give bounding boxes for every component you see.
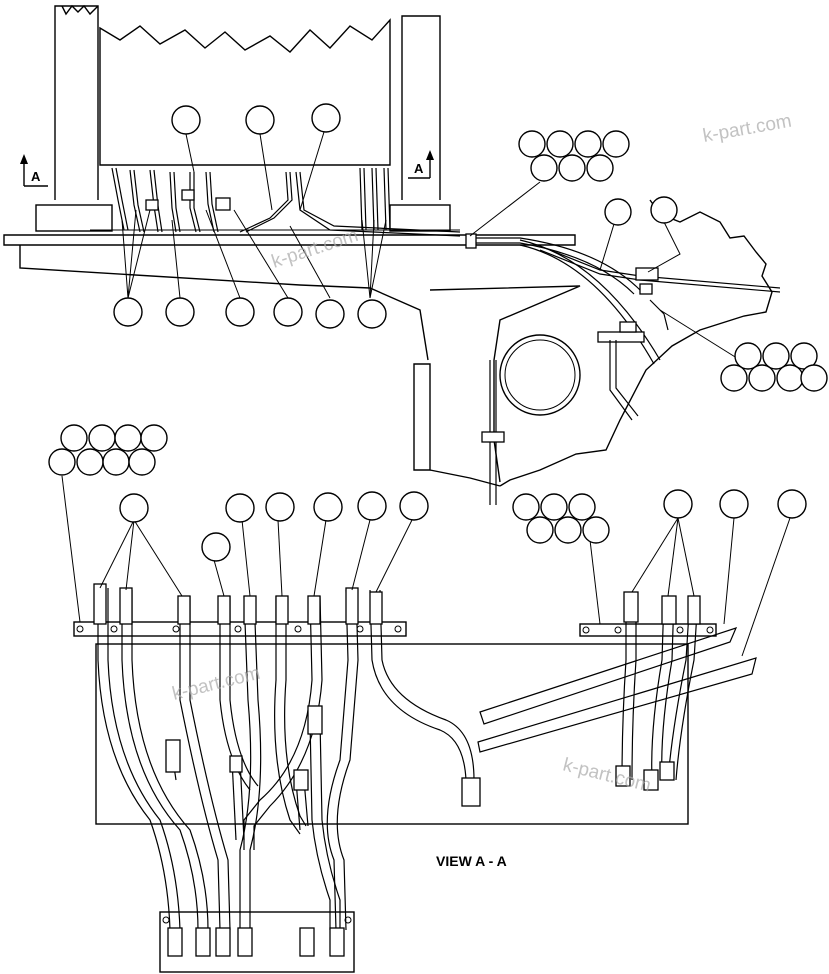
mounting-plate [95, 643, 689, 825]
callout-ball [604, 198, 632, 226]
callout-ball [526, 516, 554, 544]
watermark-text: k-part.com [269, 225, 361, 273]
callout-ball [315, 299, 345, 329]
callout-ball [530, 154, 558, 182]
callout-ball [734, 342, 762, 370]
callout-ball [225, 297, 255, 327]
frame-plate [3, 234, 576, 246]
view-hoses [97, 588, 757, 931]
callout-ball [574, 130, 602, 158]
callout-ball [558, 154, 586, 182]
callout-ball [512, 493, 540, 521]
manifold-block [159, 911, 355, 973]
callout-ball [719, 489, 749, 519]
callout-ball [800, 364, 828, 392]
callout-ball [225, 493, 255, 523]
callout-ball [128, 448, 156, 476]
callout-ball [546, 130, 574, 158]
callout-ball [113, 297, 143, 327]
callout-ball [554, 516, 582, 544]
callout-ball [777, 489, 807, 519]
callout-ball [776, 364, 804, 392]
top-hose-group-left [111, 167, 231, 233]
callout-ball [357, 491, 387, 521]
callout-ball [399, 491, 429, 521]
callout-ball [165, 297, 195, 327]
callout-ball [171, 105, 201, 135]
view-leader-lines [61, 475, 791, 657]
callout-ball [582, 516, 610, 544]
callout-ball [357, 299, 387, 329]
section-mark-left-label: A [31, 169, 41, 184]
callout-ball [650, 196, 678, 224]
top-hose-group-middle [239, 171, 461, 237]
callout-ball [518, 130, 546, 158]
callout-ball [114, 424, 142, 452]
view-fittings [93, 583, 701, 957]
callout-ball [313, 492, 343, 522]
callout-ball [201, 532, 231, 562]
clamp-bar-left [73, 621, 407, 637]
cab-fender-outline [499, 199, 773, 487]
section-marker-left [20, 154, 48, 187]
watermark-text: k-part.com [561, 754, 653, 796]
view-callouts [48, 424, 807, 562]
callout-ball [119, 493, 149, 523]
top-callouts [113, 103, 828, 392]
callout-ball [663, 489, 693, 519]
right-column [401, 15, 441, 200]
callout-ball [140, 424, 168, 452]
callout-ball [602, 130, 630, 158]
callout-ball [540, 493, 568, 521]
callout-ball [720, 364, 748, 392]
top-leader-lines [121, 131, 741, 361]
view-title: VIEW A - A [436, 853, 507, 869]
line-clamp [465, 233, 477, 249]
round-port [499, 334, 581, 416]
section-marker-right [408, 150, 434, 179]
callout-ball [76, 448, 104, 476]
callout-ball [245, 105, 275, 135]
callout-ball [762, 342, 790, 370]
clamp-bar-right [579, 623, 717, 637]
top-view: A A [3, 4, 828, 505]
watermarks: k-part.com k-part.com k-part.com k-part.… [170, 111, 793, 797]
section-mark-right-label: A [414, 161, 424, 176]
callout-ball [265, 492, 295, 522]
callout-ball [48, 448, 76, 476]
left-column [54, 5, 99, 200]
callout-ball [273, 297, 303, 327]
view-a-a: VIEW A - A [48, 424, 807, 973]
callout-ball [60, 424, 88, 452]
callout-ball [311, 103, 341, 133]
callout-ball [586, 154, 614, 182]
callout-ball [748, 364, 776, 392]
tank-housing [99, 18, 391, 166]
top-long-lines [465, 233, 781, 421]
top-hose-group-right [359, 167, 391, 231]
watermark-text: k-part.com [701, 111, 793, 147]
callout-ball [88, 424, 116, 452]
callout-ball [102, 448, 130, 476]
callout-ball [568, 493, 596, 521]
